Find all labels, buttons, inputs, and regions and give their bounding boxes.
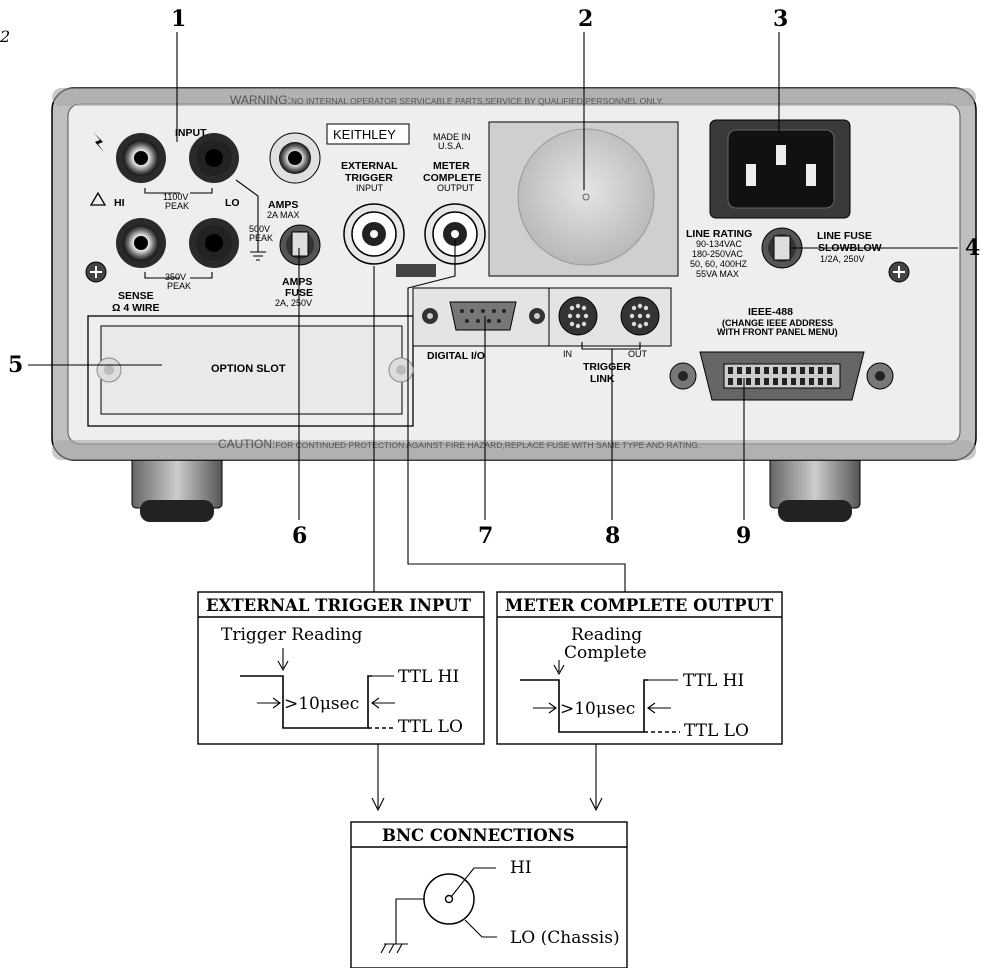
caution-triangle-icon — [89, 191, 107, 206]
callout-2: 2 — [578, 6, 593, 32]
ext-ttl-lo: TTL LO — [398, 717, 463, 737]
meter-box-label-1: Reading — [571, 625, 642, 645]
amps-fuse-label-1: AMPS — [282, 276, 312, 288]
callout-9: 9 — [736, 523, 751, 549]
amps-max-label: 2A MAX — [267, 210, 300, 220]
trigger-link-label-1: TRIGGER — [583, 361, 631, 373]
high-voltage-icon — [93, 132, 104, 152]
meter-label-3: OUTPUT — [437, 183, 475, 193]
ieee-note-1: (CHANGE IEEE ADDRESS — [722, 318, 833, 328]
callout-5: 5 — [8, 352, 23, 378]
amps-fuse-rating: 2A, 250V — [275, 298, 312, 308]
trigger-link-out-label: OUT — [628, 349, 648, 359]
input-jacks — [116, 132, 321, 268]
made-in-country: U.S.A. — [438, 141, 464, 151]
ext-trig-label-2: TRIGGER — [345, 172, 393, 184]
trigger-link-in-label: IN — [563, 349, 572, 359]
peak-350-label: 350V — [165, 272, 186, 282]
peak-500-label: 500V — [249, 224, 270, 234]
callouts: 1 2 3 4 5 6 7 8 9 — [8, 6, 980, 549]
connection-lines — [371, 240, 626, 812]
option-slot[interactable] — [100, 325, 403, 415]
rear-panel: WARNING:NO INTERNAL OPERATOR SERVICABLE … — [51, 87, 977, 522]
meter-box-title: METER COMPLETE OUTPUT — [505, 596, 774, 615]
fan — [517, 128, 655, 266]
meter-label-1: METER — [433, 160, 470, 172]
ext-trig-label-3: INPUT — [356, 183, 384, 193]
peak-350-sub: PEAK — [167, 281, 191, 291]
callout-1: 1 — [171, 6, 186, 32]
sense-label: SENSE — [118, 290, 154, 302]
hi-label: HI — [114, 197, 125, 209]
made-in-label: MADE IN — [433, 132, 471, 142]
input-label: INPUT — [175, 127, 207, 139]
right-foot-pad — [778, 500, 852, 522]
chassis-ground-icon — [380, 943, 408, 954]
figure-corner-label: 2 — [0, 27, 10, 46]
line-rating-label: LINE RATING — [686, 228, 752, 240]
line-rating-1: 90-134VAC — [696, 239, 742, 249]
meter-label-2: COMPLETE — [423, 172, 481, 184]
bnc-box-title: BNC CONNECTIONS — [382, 826, 575, 845]
lo-label: LO — [225, 197, 240, 209]
trigger-link-label-2: LINK — [590, 373, 615, 385]
bnc-lo-label: LO (Chassis) — [510, 928, 620, 948]
option-slot-label: OPTION SLOT — [211, 363, 286, 375]
caution-text: CAUTION:FOR CONTINUED PROTECTION AGAINST… — [218, 437, 700, 451]
meter-ttl-hi: TTL HI — [683, 671, 744, 691]
brand-badge — [326, 123, 410, 145]
line-rating-3: 50, 60, 400HZ — [690, 259, 748, 269]
external-trigger-box: EXTERNAL TRIGGER INPUT Trigger Reading T… — [197, 591, 485, 745]
brand-label: KEITHLEY — [333, 127, 396, 142]
ext-box-title: EXTERNAL TRIGGER INPUT — [206, 596, 472, 615]
line-rating-2: 180-250VAC — [692, 249, 743, 259]
digital-io-connector[interactable] — [449, 301, 517, 331]
ieee-note-2: WITH FRONT PANEL MENU) — [717, 327, 838, 337]
peak-1100-sub: PEAK — [165, 201, 189, 211]
meter-complete-box: METER COMPLETE OUTPUT Reading Complete T… — [496, 591, 783, 745]
digital-io-label: DIGITAL I/O — [427, 350, 485, 362]
meter-ttl-lo: TTL LO — [684, 721, 749, 741]
warning-text: WARNING:NO INTERNAL OPERATOR SERVICABLE … — [230, 93, 663, 107]
peak-1100-label: 1100V — [163, 192, 188, 202]
line-fuse-rating: 1/2A, 250V — [820, 254, 865, 264]
ext-trig-label-1: EXTERNAL — [341, 160, 398, 172]
callout-4: 4 — [965, 235, 980, 261]
line-fuse-label: LINE FUSE — [817, 230, 872, 242]
ext-ttl-hi: TTL HI — [398, 667, 459, 687]
meter-box-label-2: Complete — [564, 643, 647, 663]
ieee-label: IEEE-488 — [748, 306, 793, 318]
ground-icon — [250, 251, 266, 261]
callout-3: 3 — [773, 6, 788, 32]
left-foot-pad — [140, 500, 214, 522]
sense-4wire-label: Ω 4 WIRE — [112, 302, 160, 314]
line-rating-4: 55VA MAX — [696, 269, 739, 279]
bnc-hi-label: HI — [510, 858, 532, 878]
callout-6: 6 — [292, 523, 307, 549]
peak-500-sub: PEAK — [249, 233, 273, 243]
ext-pulse-width: >10μsec — [284, 694, 359, 714]
meter-pulse-width: >10μsec — [560, 699, 635, 719]
ext-box-label: Trigger Reading — [221, 625, 363, 645]
bnc-connections-box: BNC CONNECTIONS HI LO (Chassis) — [350, 821, 628, 968]
callout-8: 8 — [605, 523, 620, 549]
amps-label: AMPS — [268, 199, 298, 211]
callout-7: 7 — [478, 523, 493, 549]
